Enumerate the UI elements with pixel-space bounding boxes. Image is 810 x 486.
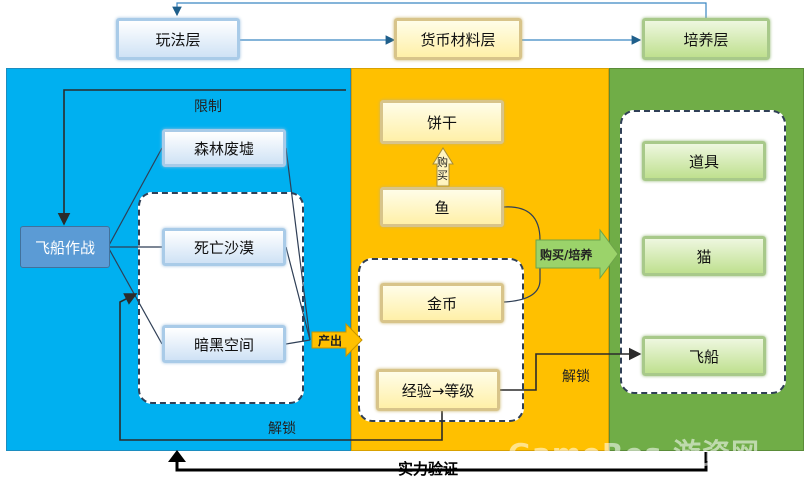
hub-to-forest-line (107, 147, 163, 248)
strength-check-line (175, 452, 708, 472)
dark-output-line (285, 339, 311, 345)
unlockable-areas-group (138, 192, 304, 404)
flow-line-growth-gameplay (172, 2, 707, 20)
hub-ship-battle: 飞船作战 (20, 226, 110, 268)
item-ship: 飞船 (642, 336, 766, 376)
produce-label: 产出 (318, 334, 343, 348)
layer-growth: 培养层 (642, 18, 770, 60)
buy-train-label: 购买/培养 (540, 248, 593, 262)
hub-to-dark-line (107, 246, 163, 345)
strength-check-arrowhead (168, 450, 186, 462)
unlock-label-yellow: 解锁 (562, 369, 590, 385)
forest-output-line (285, 147, 311, 341)
layer-currency: 货币材料层 (394, 18, 522, 60)
unlock-loop-line (119, 293, 443, 441)
area-forest-ruins: 森林废墟 (162, 129, 286, 167)
area-death-desert: 死亡沙漠 (162, 228, 286, 266)
biscuit-node: 饼干 (380, 100, 504, 144)
coin-node: 金币 (380, 283, 504, 323)
unlock-label-blue: 解锁 (268, 421, 296, 437)
fish-to-buy-line (503, 206, 541, 303)
area-dark-space: 暗黑空间 (162, 325, 286, 363)
exp-to-ship-line (500, 347, 642, 391)
strength-check-label: 实力验证 (398, 460, 459, 478)
produce-arrow-shape (311, 322, 363, 358)
buy-up-arrow-shape (432, 147, 454, 187)
item-props: 道具 (642, 141, 766, 181)
buy-small-label: 购买 (437, 156, 448, 182)
watermark-text: GameRes 游资网 (508, 437, 761, 470)
limit-loop-line (57, 89, 346, 226)
exp-level-node: 经验→等级 (376, 369, 500, 411)
limit-label: 限制 (194, 99, 222, 115)
fish-node: 鱼 (380, 187, 504, 227)
item-cat: 猫 (642, 236, 766, 276)
layer-gameplay: 玩法层 (116, 18, 240, 60)
desert-output-line (285, 246, 311, 341)
buy-train-arrow-shape (535, 228, 619, 280)
